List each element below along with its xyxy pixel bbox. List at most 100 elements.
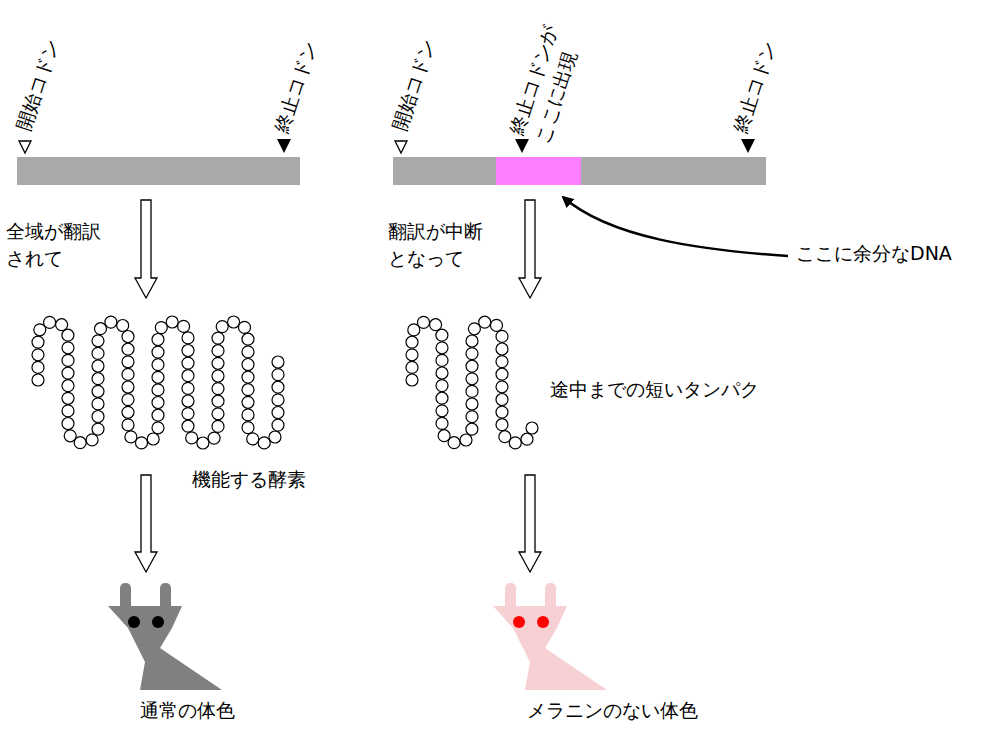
amino-acid-bead [436, 405, 448, 417]
amino-acid-bead [418, 316, 430, 328]
amino-acid-bead [62, 380, 74, 392]
gene-bar [393, 157, 766, 185]
codon-label: 開始コドン [10, 36, 65, 135]
codon-label: 終止コドン [727, 38, 782, 137]
amino-acid-bead [406, 374, 418, 386]
amino-acid-chain [32, 316, 538, 449]
amino-acid-bead [496, 356, 508, 368]
amino-acid-bead [242, 396, 254, 408]
amino-acid-bead [62, 329, 74, 341]
amino-acid-bead [466, 360, 478, 372]
amino-acid-bead [491, 319, 503, 331]
amino-acid-bead [182, 370, 194, 382]
amino-acid-bead [526, 422, 538, 434]
gene-bar [17, 157, 300, 185]
amino-acid-bead [496, 343, 508, 355]
amino-acid-bead [32, 361, 44, 373]
amino-acid-bead [122, 343, 134, 355]
amino-acid-bead [406, 336, 418, 348]
albino-animal [493, 583, 607, 690]
amino-acid-bead [228, 316, 240, 328]
step-label: 全域が翻訳 されて [6, 218, 112, 271]
amino-acid-bead [62, 367, 74, 379]
amino-acid-bead [242, 422, 254, 434]
amino-acid-bead [436, 380, 448, 392]
amino-acid-bead [56, 319, 68, 331]
hollow-arrow [519, 475, 541, 572]
codon-label: 終止コドン [268, 38, 323, 137]
amino-acid-bead [212, 420, 224, 432]
amino-acid-bead [496, 406, 508, 418]
amino-acid-bead [122, 381, 134, 393]
amino-acid-bead [521, 433, 533, 445]
amino-acid-bead [242, 371, 254, 383]
amino-acid-bead [272, 394, 284, 406]
amino-acid-bead [197, 437, 209, 449]
amino-acid-bead [62, 342, 74, 354]
amino-acid-bead [436, 367, 448, 379]
amino-acid-bead [499, 431, 511, 443]
amino-acid-bead [436, 417, 448, 429]
amino-acid-bead [272, 369, 284, 381]
amino-acid-bead [258, 437, 270, 449]
amino-acid-bead [182, 408, 194, 420]
insert-region [496, 157, 581, 185]
amino-acid-bead [212, 345, 224, 357]
stop-marker [515, 139, 529, 153]
amino-acid-bead [92, 373, 104, 385]
amino-acid-bead [509, 437, 521, 449]
phenotype-label: 通常の体色 [140, 697, 235, 724]
amino-acid-bead [122, 406, 134, 418]
amino-acid-bead [466, 373, 478, 385]
amino-acid-bead [125, 431, 137, 443]
amino-acid-bead [272, 419, 284, 431]
amino-acid-bead [242, 346, 254, 358]
amino-acid-bead [466, 348, 478, 360]
amino-acid-bead [152, 384, 164, 396]
amino-acid-bead [92, 360, 104, 372]
amino-acid-bead [496, 381, 508, 393]
protein-label: 途中までの短いタンパク [550, 376, 759, 403]
amino-acid-bead [152, 371, 164, 383]
amino-acid-bead [152, 397, 164, 409]
amino-acid-bead [62, 392, 74, 404]
amino-acid-bead [152, 359, 164, 371]
amino-acid-bead [92, 398, 104, 410]
amino-acid-bead [406, 361, 418, 373]
amino-acid-bead [92, 411, 104, 423]
amino-acid-bead [496, 394, 508, 406]
amino-acid-bead [62, 354, 74, 366]
amino-acid-bead [242, 333, 254, 345]
amino-acid-bead [496, 419, 508, 431]
amino-acid-bead [460, 434, 472, 446]
amino-acid-bead [182, 357, 194, 369]
amino-acid-bead [92, 385, 104, 397]
codon-label: 開始コドン [386, 36, 441, 135]
amino-acid-bead [122, 368, 134, 380]
amino-acid-bead [186, 432, 198, 444]
amino-acid-bead [117, 320, 129, 332]
amino-acid-bead [242, 409, 254, 421]
amino-acid-bead [166, 316, 178, 328]
amino-acid-bead [178, 320, 190, 332]
amino-acid-bead [92, 347, 104, 359]
amino-acid-bead [212, 370, 224, 382]
pointer-arrow [563, 197, 788, 256]
codon-label: 終止コドンが ここに出現 [503, 11, 592, 147]
amino-acid-bead [212, 408, 224, 420]
start-marker [395, 141, 407, 153]
amino-acid-bead [242, 359, 254, 371]
amino-acid-bead [436, 329, 448, 341]
amino-acid-bead [436, 392, 448, 404]
amino-acid-bead [216, 321, 228, 333]
amino-acid-bead [122, 394, 134, 406]
amino-acid-bead [406, 349, 418, 361]
hollow-arrow [135, 200, 157, 298]
amino-acid-bead [95, 323, 107, 335]
amino-acid-bead [466, 385, 478, 397]
amino-acid-bead [212, 383, 224, 395]
amino-acid-bead [247, 433, 259, 445]
hollow-arrow [519, 200, 541, 298]
amino-acid-bead [272, 356, 284, 368]
start-marker [19, 141, 31, 153]
